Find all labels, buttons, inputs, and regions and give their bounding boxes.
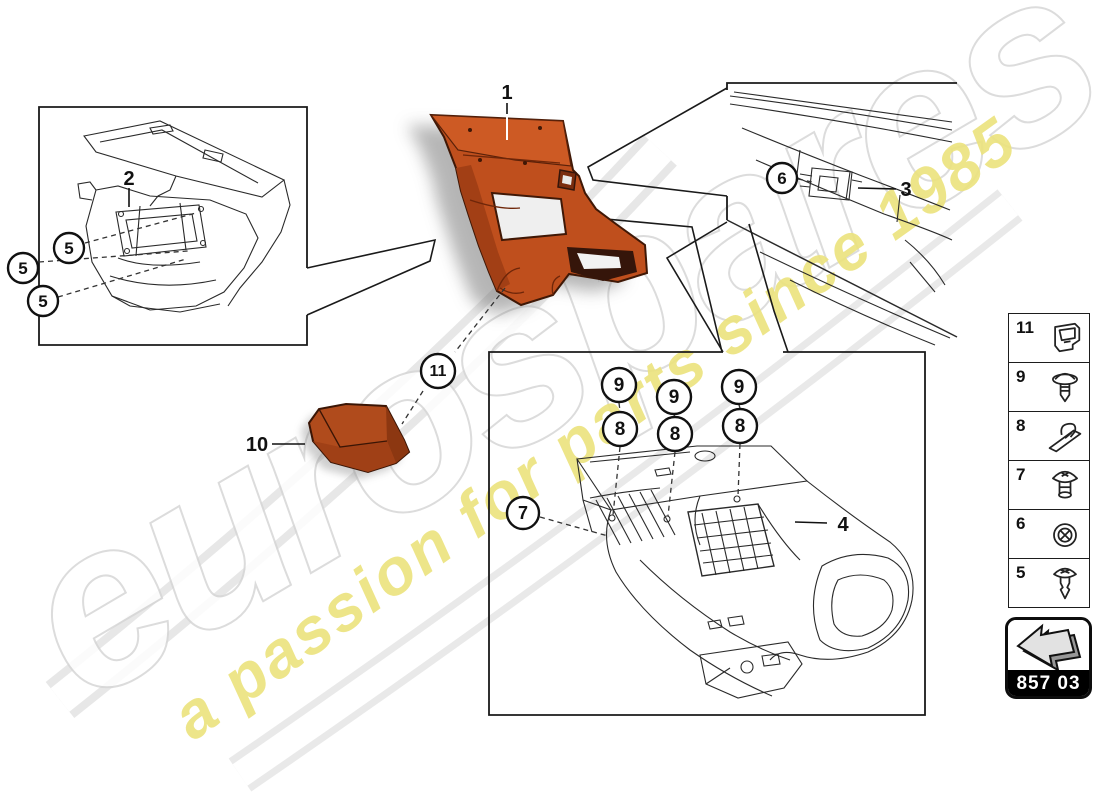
svg-text:11: 11 — [430, 363, 447, 380]
callout-circle-8[interactable]: 8 — [721, 407, 759, 445]
part-group-badge[interactable]: 857 03 — [1005, 617, 1092, 699]
leader-lines — [128, 103, 897, 524]
callout-label-1[interactable]: 1 — [501, 82, 512, 104]
svg-text:5: 5 — [64, 239, 73, 258]
legend-row-6[interactable]: 6 — [1009, 510, 1089, 559]
svg-text:7: 7 — [518, 503, 528, 523]
callout-circle-8[interactable]: 8 — [656, 415, 694, 453]
direction-arrow-icon — [1008, 620, 1089, 670]
watermark-brand: eurospares — [0, 0, 1100, 750]
washer-screw-icon — [1045, 365, 1085, 409]
part-group-code: 857 03 — [1008, 670, 1089, 696]
part-1-cowl-drawing — [407, 113, 649, 315]
svg-text:5: 5 — [18, 259, 27, 278]
svg-text:8: 8 — [735, 416, 746, 437]
mushroom-screw-icon — [1045, 463, 1085, 507]
legend-row-5[interactable]: 5 — [1009, 559, 1089, 607]
svg-text:9: 9 — [734, 377, 745, 398]
svg-text:9: 9 — [669, 387, 680, 408]
callout-circle-5[interactable]: 5 — [6, 251, 40, 285]
callout-circle-9[interactable]: 9 — [600, 366, 638, 404]
legend-number: 5 — [1016, 563, 1026, 582]
legend-row-9[interactable]: 9 — [1009, 363, 1089, 412]
legend-number: 8 — [1016, 416, 1026, 435]
legend-row-11[interactable]: 11 — [1009, 314, 1089, 363]
callout-label-10[interactable]: 10 — [246, 434, 268, 456]
svg-text:8: 8 — [615, 419, 626, 440]
detail-box-panel — [488, 216, 926, 716]
svg-text:9: 9 — [614, 375, 625, 396]
legend-number: 9 — [1016, 367, 1026, 386]
svg-text:5: 5 — [38, 292, 47, 311]
legend-number: 6 — [1016, 514, 1026, 533]
callout-circle-11[interactable]: 11 — [419, 352, 457, 390]
legend-number: 11 — [1016, 318, 1034, 337]
callout-label-3[interactable]: 3 — [900, 179, 911, 201]
svg-text:6: 6 — [777, 169, 786, 188]
callout-circle-6[interactable]: 6 — [765, 161, 799, 195]
detail-box-frame — [38, 106, 437, 346]
dashed-leaders — [38, 178, 813, 537]
spring-clip-icon — [1045, 414, 1085, 458]
callout-circle-5[interactable]: 5 — [52, 231, 86, 265]
svg-text:8: 8 — [670, 424, 681, 445]
callout-label-2[interactable]: 2 — [123, 168, 134, 190]
legend-number: 7 — [1016, 465, 1026, 484]
legend-row-7[interactable]: 7 — [1009, 461, 1089, 510]
fasteners-legend: 11 9 8 7 6 5 — [1008, 313, 1090, 608]
callout-circle-9[interactable]: 9 — [720, 368, 758, 406]
detail-box-dash-side — [587, 82, 957, 220]
grommet-nut-icon — [1045, 512, 1085, 556]
callout-circle-9[interactable]: 9 — [655, 378, 693, 416]
bracket-clip-icon — [1045, 316, 1085, 360]
push-rivet-icon — [1045, 561, 1085, 605]
part-10-cap-drawing — [301, 402, 411, 479]
callout-circle-7[interactable]: 7 — [505, 495, 541, 531]
legend-row-8[interactable]: 8 — [1009, 412, 1089, 461]
callout-label-4[interactable]: 4 — [837, 514, 849, 536]
callout-circle-5[interactable]: 5 — [26, 284, 60, 318]
callout-circle-8[interactable]: 8 — [601, 410, 639, 448]
panel-sketch — [576, 445, 914, 699]
